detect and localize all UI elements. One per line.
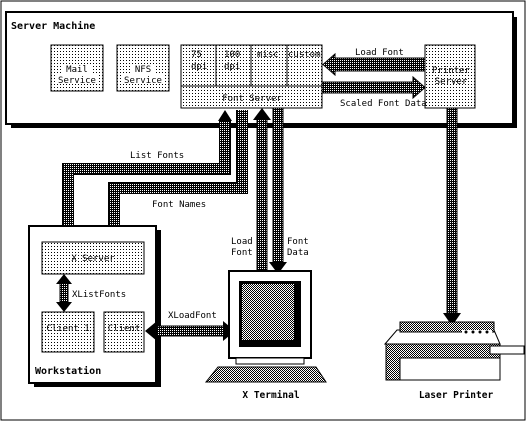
scaled-font-data-arrow <box>321 75 426 100</box>
xloadfont-label: XLoadFont <box>168 311 217 321</box>
font-server-block: 75 dpi 100 dpi misc custom Font Server <box>180 44 323 109</box>
nfs-service-label-bg-2 <box>122 75 164 84</box>
server-machine-title: Server Machine <box>11 20 95 32</box>
client-2-label: Client <box>108 324 141 334</box>
font-dir-100-label-1: 100 <box>224 50 240 60</box>
printer-button-2 <box>471 330 475 334</box>
printer-buttons-bg <box>462 330 492 334</box>
font-dir-75-label-1: 75 <box>191 50 202 60</box>
terminal-load-font-label-2: Font <box>231 248 253 258</box>
printer-button-3 <box>478 330 482 334</box>
mail-service-label-bg-2 <box>56 75 98 84</box>
printer-front-panel <box>399 357 501 381</box>
laser-printer-caption: Laser Printer <box>419 390 494 401</box>
xlistfonts-arrow <box>56 274 72 312</box>
terminal-stand <box>235 357 305 365</box>
workstation: X Server Client 1 Client XListFonts Work… <box>28 225 161 387</box>
font-names-label: Font Names <box>152 200 206 210</box>
workstation-title: Workstation <box>35 365 101 377</box>
terminal-font-data-arrow <box>269 107 287 274</box>
nfs-service-label-2: Service <box>124 76 162 86</box>
printer-server-label-1: Printer <box>432 66 471 76</box>
load-font-arrow <box>322 52 426 77</box>
printer-server-label-2: Server <box>435 77 468 87</box>
terminal-font-data-label-2: Data <box>287 248 309 258</box>
mail-service-label-2: Service <box>58 76 96 86</box>
x-terminal-caption: X Terminal <box>242 390 299 401</box>
client-2-box <box>103 311 145 353</box>
terminal-screen <box>242 284 294 340</box>
laser-printer: Laser Printer <box>383 321 525 401</box>
x-server-box <box>41 241 145 275</box>
font-dir-misc-label: misc <box>257 50 279 60</box>
printer-feed-arrow <box>443 107 461 326</box>
printer-tray <box>399 321 495 333</box>
nfs-service-label-1: NFS <box>135 65 151 75</box>
terminal-font-data-label-1: Font <box>287 237 309 247</box>
terminal-load-font-label-1: Load <box>231 237 253 247</box>
client-1-box <box>41 311 95 353</box>
list-fonts-label: List Fonts <box>130 151 184 161</box>
server-machine: Server Machine Mail Service NFS Service … <box>5 11 517 128</box>
x-server-label: X Server <box>71 254 115 264</box>
x-terminal: X Terminal <box>204 270 327 401</box>
printer-button-4 <box>485 330 489 334</box>
mail-service-label-1: Mail <box>66 65 88 75</box>
printer-server-box <box>424 44 476 109</box>
mail-service-label-bg-1 <box>63 64 91 73</box>
xlistfonts-label: XListFonts <box>72 290 126 300</box>
printer-paper-out <box>489 345 525 355</box>
nfs-service-label-bg-1 <box>130 64 156 73</box>
printer-button-1 <box>464 330 468 334</box>
client-1-label: Client 1 <box>46 324 89 334</box>
scaled-font-data-label: Scaled Font Data <box>340 99 427 109</box>
load-font-label: Load Font <box>355 48 404 58</box>
terminal-keyboard <box>204 366 327 383</box>
font-dir-100-label-2: dpi <box>224 62 240 72</box>
list-fonts-path <box>62 110 232 242</box>
font-server-label: Font Server <box>222 94 282 104</box>
font-dir-custom-label: custom <box>288 50 321 60</box>
font-dir-75-label-2: dpi <box>191 62 207 72</box>
